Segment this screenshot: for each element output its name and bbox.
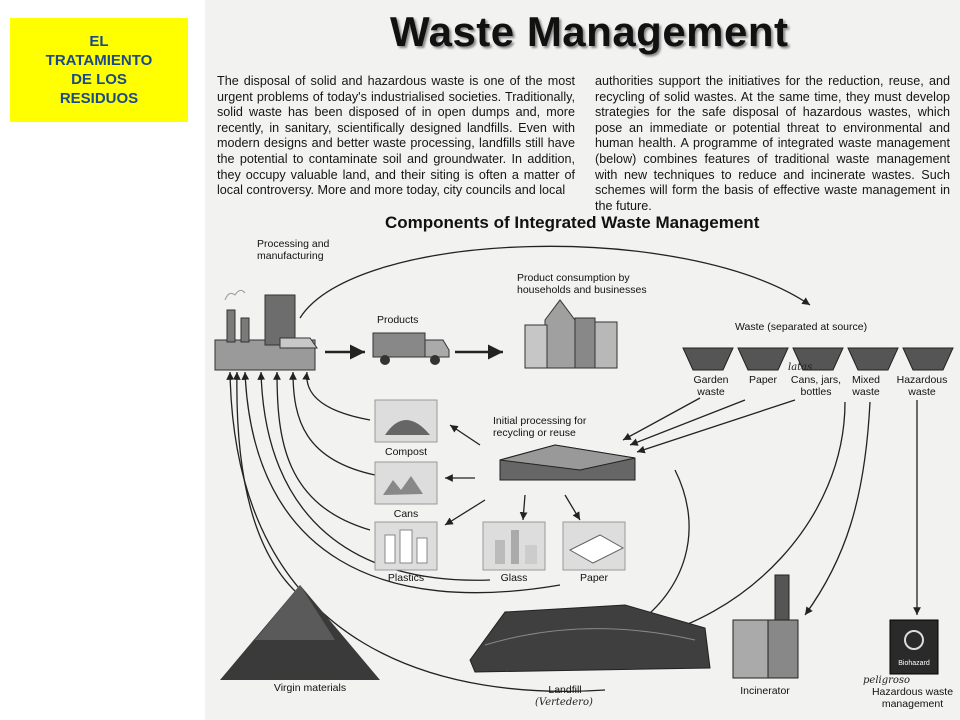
label-paper: Paper <box>579 572 609 584</box>
city-icon <box>524 299 618 369</box>
factory-icon <box>214 289 318 371</box>
label-compost: Compost <box>384 446 427 458</box>
landfill-icon <box>469 604 711 673</box>
intro-column-2: authorities support the initiatives for … <box>595 74 950 213</box>
label-cans: Cans <box>393 508 419 520</box>
overlay-label: EL TRATAMIENTO DE LOS RESIDUOS <box>45 33 153 107</box>
arrow-to-plastics <box>444 499 486 526</box>
arrow-plastics-return <box>273 371 371 531</box>
waste-diagram <box>214 245 954 692</box>
arrow-to-compost <box>449 424 481 446</box>
handwritten-peligroso: peligroso <box>863 675 911 686</box>
cans-icon <box>374 461 438 505</box>
glass-icon <box>482 521 546 571</box>
arrow-cans-to-processing <box>636 399 796 454</box>
label-waste-separated: Waste (separated at source) <box>735 321 868 333</box>
label-garden-waste: Garden waste <box>693 374 729 398</box>
overlay-label-box: EL TRATAMIENTO DE LOS RESIDUOS <box>10 18 188 122</box>
arrow-glass-return <box>257 371 491 581</box>
label-products: Products <box>377 314 419 326</box>
label-consumption: Product consumption by households and bu… <box>517 272 647 296</box>
label-landfill: Landfill <box>548 684 582 696</box>
arrow-mixed-to-incinerator <box>804 401 871 616</box>
arrow-virgin-to-factory <box>232 371 306 601</box>
label-paper-bin: Paper <box>748 374 778 386</box>
arrow-compost-return <box>302 371 371 421</box>
handwritten-vertedero: (Vertedero) <box>535 697 593 708</box>
hazardous-container-icon <box>889 619 939 675</box>
plastics-icon <box>374 521 438 571</box>
arrow-mixed-to-landfill <box>634 401 846 643</box>
paper-icon <box>562 521 626 571</box>
diagram-title: Components of Integrated Waste Managemen… <box>385 213 760 232</box>
arrow-factory-to-waste <box>299 245 811 319</box>
label-glass: Glass <box>500 572 528 584</box>
arrow-cans-return <box>289 371 376 476</box>
page-title: Waste Management <box>390 8 789 55</box>
label-biohazard: Biohazard <box>898 660 930 667</box>
truck-icon <box>372 332 450 365</box>
label-virgin-materials: Virgin materials <box>273 682 347 694</box>
label-hazardous-management: Hazardous waste management <box>871 686 954 710</box>
label-mixed-waste: Mixed waste <box>851 374 880 398</box>
document-page: Waste Management The disposal of solid a… <box>205 0 960 720</box>
arrow-to-glass <box>519 494 528 521</box>
arrow-paper-return <box>241 371 561 594</box>
processing-plant-icon <box>499 444 636 481</box>
arrow-paper-to-processing <box>629 399 746 446</box>
arrow-garden-to-processing <box>622 397 701 441</box>
label-cans-bin: Cans, jars, bottles <box>790 374 842 398</box>
compost-icon <box>374 399 438 443</box>
intro-column-1: The disposal of solid and hazardous wast… <box>217 74 575 198</box>
arrow-to-paper <box>564 494 581 521</box>
label-plastics: Plastics <box>387 572 425 584</box>
label-initial-processing: Initial processing for recycling or reus… <box>493 415 587 439</box>
label-incinerator: Incinerator <box>740 685 790 697</box>
label-hazardous-bin: Hazardous waste <box>896 374 948 398</box>
mountain-icon <box>220 585 380 680</box>
label-processing: Processing and manufacturing <box>257 238 330 262</box>
handwritten-latas: latas <box>788 362 813 373</box>
incinerator-icon <box>732 574 799 679</box>
bins-icon <box>682 347 954 371</box>
arrow-processing-to-landfill <box>634 469 690 626</box>
